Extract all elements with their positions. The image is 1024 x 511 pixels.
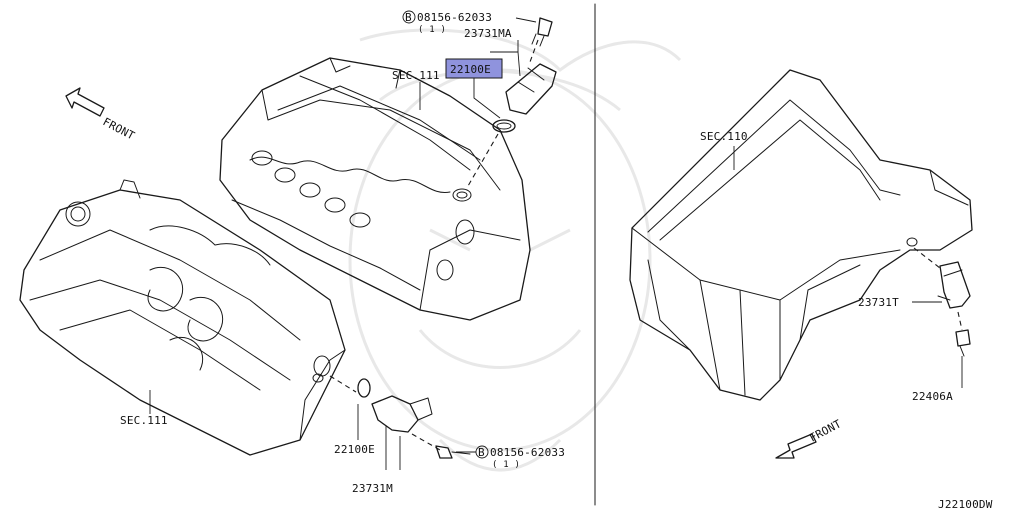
front-arrow-right [775, 433, 817, 459]
front-label-left: FRONT [101, 115, 137, 143]
bolt-bottom-qty: ( 1 ) [492, 460, 520, 470]
cylinder-head-upper [219, 57, 531, 321]
bolt-right-partnum: 22406A [912, 390, 953, 403]
leader-lines [149, 17, 963, 470]
bolt-top-circle-letter: B [405, 11, 412, 24]
highlighted-partnum: 22100E [450, 63, 491, 76]
bolt-bottom-circle [475, 445, 489, 459]
bolt-top-qty: ( 1 ) [418, 25, 446, 35]
bolt-top-circle [402, 10, 416, 24]
front-label-right: FRONT [807, 417, 843, 445]
sensor-left-assembly [329, 375, 471, 459]
cylinder-head-lower [19, 179, 346, 456]
highlighted-part-box [445, 58, 503, 79]
bolt-top-partnum: 08156-62033 [417, 11, 492, 24]
sensor-left-partnum: 23731M [352, 482, 393, 495]
sensor-right-assembly [913, 247, 971, 357]
bolt-bottom-partnum: 08156-62033 [490, 446, 565, 459]
sec-right-label: SEC.110 [700, 130, 748, 143]
sensor-right-partnum: 23731T [858, 296, 899, 309]
oring-left-partnum: 22100E [334, 443, 375, 456]
front-arrow-left [65, 87, 105, 117]
bolt-bottom-circle-letter: B [478, 446, 485, 459]
sec-top-label: SEC.111 [392, 69, 440, 82]
sec-left-label: SEC.111 [120, 414, 168, 427]
diagram-code: J22100DW [938, 498, 993, 511]
watermark-emblem [348, 28, 682, 472]
oil-pan [629, 69, 973, 401]
sensor-top-partnum: 23731MA [464, 27, 512, 40]
sensor-top-assembly [467, 17, 557, 187]
